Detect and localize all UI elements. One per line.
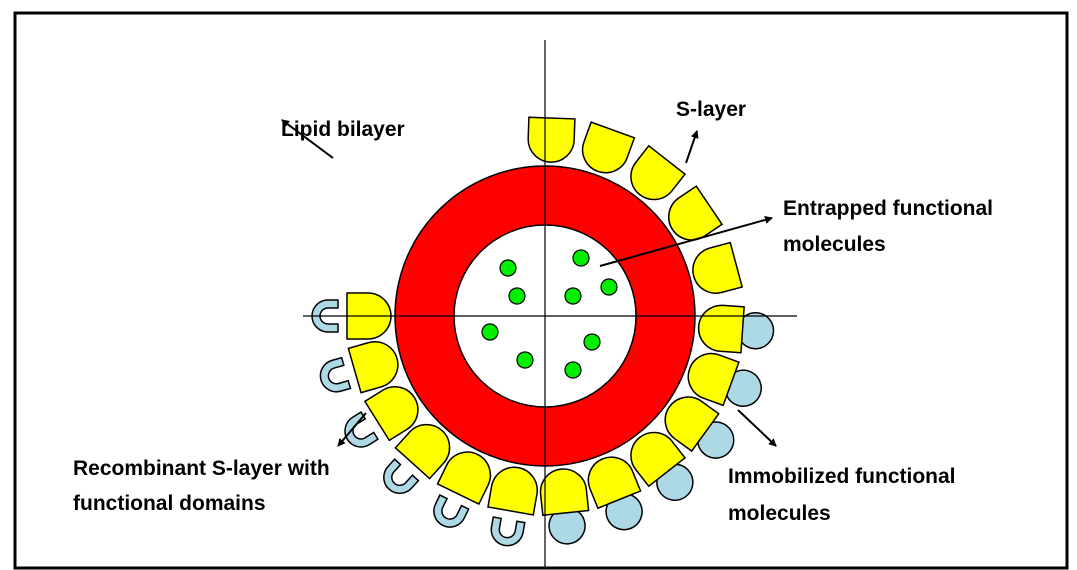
s-layer-arrow-icon <box>686 131 697 163</box>
entrapped-label-line2: molecules <box>783 233 886 256</box>
entrapped-molecule-icon <box>565 362 581 378</box>
s-layer-label: S-layer <box>676 98 746 121</box>
recombinant-label-line1: Recombinant S-layer with <box>73 457 330 480</box>
entrapped-molecule-icon <box>601 279 617 295</box>
immobilized-label-line2: molecules <box>728 502 831 525</box>
entrapped-molecule-icon <box>573 250 589 266</box>
entrapped-molecule-icon <box>482 324 498 340</box>
functional-domain-icon <box>489 517 525 548</box>
s-layer-unit-body <box>527 117 575 163</box>
s-layer-unit-body <box>348 336 403 392</box>
entrapped-molecule-icon <box>517 352 533 368</box>
entrapped-molecule-icon <box>509 288 525 304</box>
s-layer-unit-body <box>538 467 588 516</box>
entrapped-molecule-icon <box>565 288 581 304</box>
s-layer-unit-body <box>488 464 541 515</box>
immobilized-label-line1: Immobilized functional <box>728 465 956 488</box>
functional-domain-icon <box>377 459 418 500</box>
functional-domain-icon <box>428 495 468 532</box>
s-layer-unit-icon <box>688 243 742 299</box>
entrapped-label-line1: Entrapped functional <box>783 197 993 220</box>
functional-domain-icon <box>339 412 378 453</box>
recombinant-label-line2: functional domains <box>73 492 266 515</box>
s-layer-unit-icon <box>697 304 775 355</box>
s-layer-unit-body <box>697 304 744 353</box>
s-layer-unit-icon <box>527 117 575 163</box>
entrapped-molecule-icon <box>584 334 600 350</box>
s-layer-unit-body <box>688 243 742 299</box>
entrapped-molecule-icon <box>500 260 516 276</box>
immobilized-arrow-icon <box>738 410 776 446</box>
functional-domain-icon <box>317 358 351 396</box>
lipid-bilayer-label: Lipid bilayer <box>281 118 405 141</box>
s-layer-unit-icon <box>538 467 592 546</box>
